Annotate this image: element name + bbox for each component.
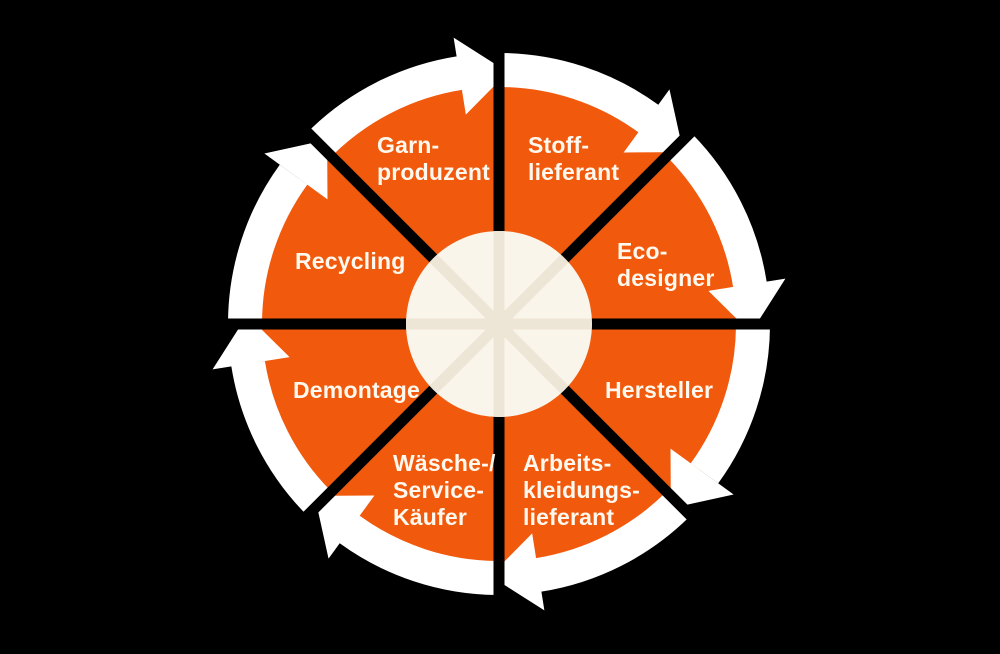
cycle-arrow-garn-produzent: [309, 37, 508, 155]
hub-spokes: [406, 231, 592, 417]
segment-label-line: kleidungs-: [523, 477, 640, 503]
segment-label-hersteller: Hersteller: [605, 377, 713, 403]
segment-label-arbeitskleidungs-lieferant: Arbeits-kleidungs-lieferant: [523, 450, 640, 530]
segment-label-line: Hersteller: [605, 377, 713, 403]
segment-label-line: designer: [617, 265, 714, 291]
cycle-arrow-eco-designer: [668, 134, 786, 333]
segment-label-waesche-service-kaeufer: Wäsche-/Service-Käufer: [393, 450, 496, 530]
cycle-arrow-arbeitskleidungs-lieferant: [490, 493, 689, 611]
segment-label-line: Recycling: [295, 248, 405, 274]
cycle-arrow-stoff-lieferant: [501, 53, 684, 153]
segment-label-line: Service-: [393, 477, 484, 503]
labels-layer: Stoff-lieferantEco-designerHerstellerArb…: [293, 132, 714, 530]
segment-label-stoff-lieferant: Stoff-lieferant: [528, 132, 619, 185]
arrows-layer: [212, 37, 786, 611]
cycle-arrow-waesche-service-kaeufer: [314, 495, 497, 595]
segment-label-line: Eco-: [617, 238, 668, 264]
cycle-arrow-demontage: [212, 315, 330, 514]
segment-label-line: Demontage: [293, 377, 420, 403]
segment-label-line: produzent: [377, 159, 490, 185]
hub-spoke-line: [429, 254, 569, 394]
cycle-arrow-hersteller: [670, 326, 770, 509]
segment-label-line: Käufer: [393, 504, 467, 530]
cycle-arrow-recycling: [228, 139, 328, 322]
segment-label-line: Garn-: [377, 132, 439, 158]
segment-label-eco-designer: Eco-designer: [617, 238, 714, 291]
segment-label-line: Stoff-: [528, 132, 589, 158]
segment-label-line: lieferant: [523, 504, 614, 530]
segment-label-line: lieferant: [528, 159, 619, 185]
segment-label-line: Wäsche-/: [393, 450, 496, 476]
segment-label-demontage: Demontage: [293, 377, 420, 403]
segment-label-line: Arbeits-: [523, 450, 612, 476]
segment-label-recycling: Recycling: [295, 248, 405, 274]
segment-label-garn-produzent: Garn-produzent: [377, 132, 490, 185]
